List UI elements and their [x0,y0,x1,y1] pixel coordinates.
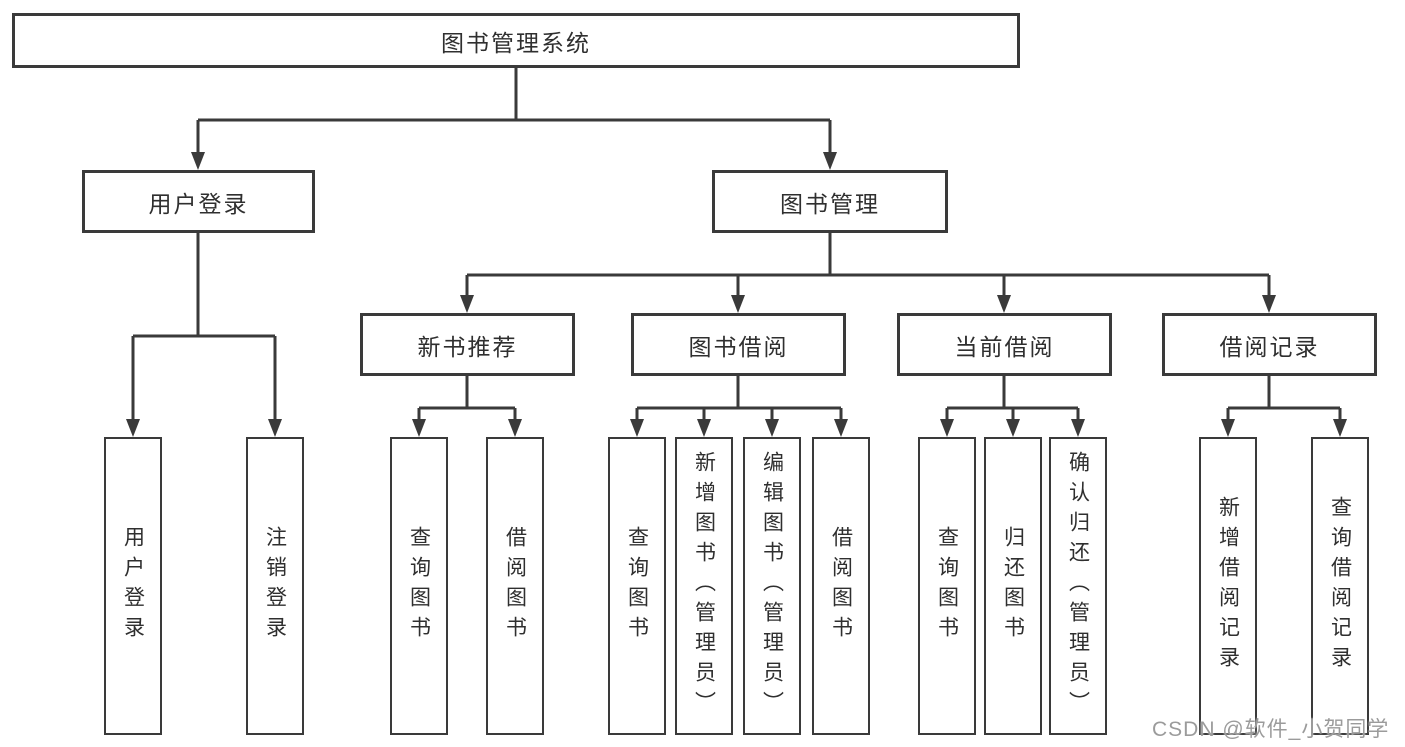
node-label: 用户登录 [148,190,249,217]
node-label: 归还图书 [1001,526,1025,646]
node-root-library-management-system: 图书管理系统 [12,13,1020,68]
node-leaf-borrow-books-recommend: 借阅图书 [486,437,544,735]
node-leaf-query-books-recommend: 查询图书 [390,437,448,735]
node-label: 借阅记录 [1219,333,1320,360]
node-leaf-query-books-current: 查询图书 [918,437,976,735]
node-leaf-user-login: 用户登录 [104,437,162,735]
node-leaf-edit-books-admin: 编辑图书（管理员） [743,437,801,735]
node-label: 图书管理系统 [441,29,591,56]
node-leaf-query-borrow-record: 查询借阅记录 [1311,437,1369,735]
node-leaf-return-books: 归还图书 [984,437,1042,735]
node-label: 图书借阅 [688,333,789,360]
node-label: 查询借阅记录 [1328,496,1352,676]
node-label: 查询图书 [935,526,959,646]
node-label: 新增借阅记录 [1216,496,1240,676]
node-label: 用户登录 [121,526,145,646]
node-leaf-logout: 注销登录 [246,437,304,735]
node-book-management: 图书管理 [712,170,948,233]
node-leaf-add-borrow-record: 新增借阅记录 [1199,437,1257,735]
node-label: 查询图书 [407,526,431,646]
node-borrowing-records: 借阅记录 [1162,313,1377,376]
node-leaf-add-books-admin: 新增图书（管理员） [675,437,733,735]
node-label: 查询图书 [625,526,649,646]
node-user-login: 用户登录 [82,170,315,233]
node-leaf-confirm-return-admin: 确认归还（管理员） [1049,437,1107,735]
node-label: 注销登录 [263,526,287,646]
node-label: 借阅图书 [829,526,853,646]
node-current-borrowing: 当前借阅 [897,313,1112,376]
csdn-watermark: CSDN @软件_小贺同学 [1152,718,1390,741]
node-label: 图书管理 [780,190,880,217]
node-leaf-borrow-books-borrowing: 借阅图书 [812,437,870,735]
node-label: 新书推荐 [417,333,518,360]
node-new-book-recommend: 新书推荐 [360,313,575,376]
node-label: 借阅图书 [503,526,527,646]
node-label: 确认归还（管理员） [1066,451,1090,721]
node-leaf-query-books-borrowing: 查询图书 [608,437,666,735]
node-label: 编辑图书（管理员） [760,451,784,721]
node-label: 当前借阅 [954,333,1055,360]
node-label: 新增图书（管理员） [692,451,716,721]
node-book-borrowing: 图书借阅 [631,313,846,376]
